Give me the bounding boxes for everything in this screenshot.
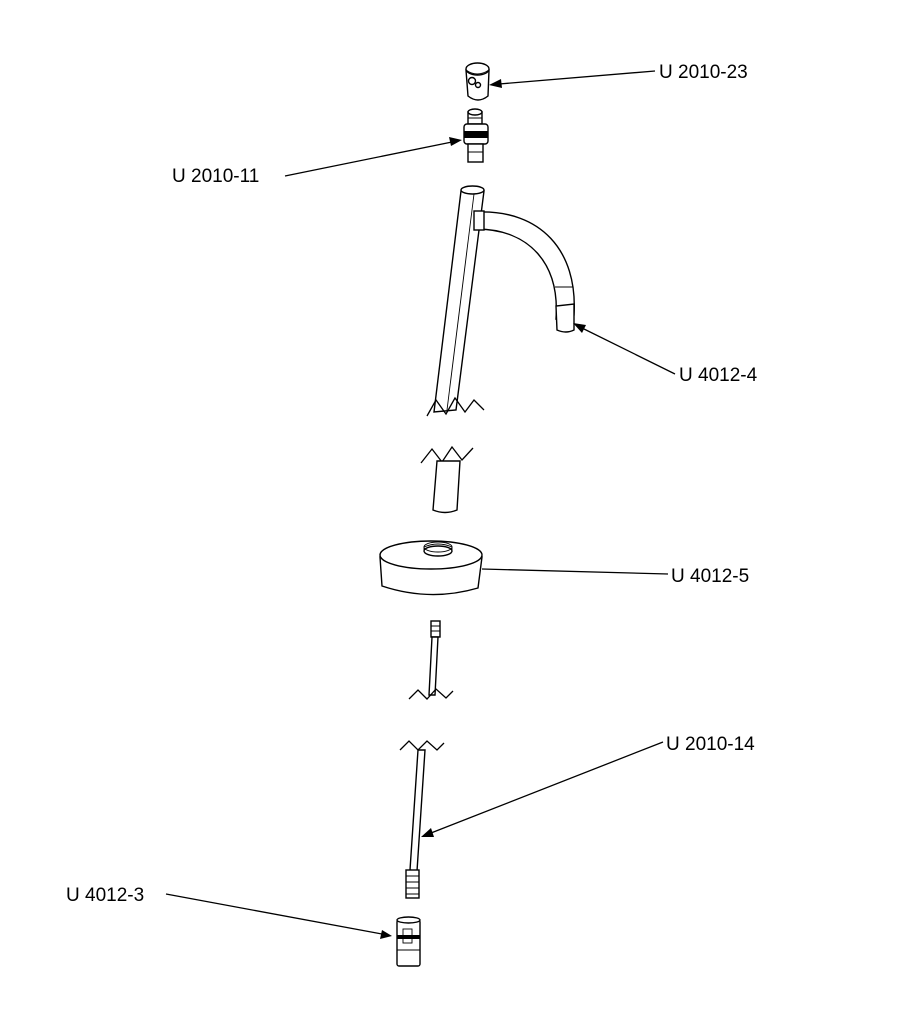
- label-u2010-23: U 2010-23: [659, 62, 748, 83]
- part-u4012-4: [420, 185, 575, 514]
- label-u2010-14: U 2010-14: [666, 734, 755, 755]
- part-u4012-3: [396, 916, 421, 967]
- label-u2010-11: U 2010-11: [172, 166, 259, 187]
- part-u2010-23: [465, 62, 490, 101]
- label-u4012-5: U 4012-5: [671, 566, 749, 587]
- leader-lines: [165, 70, 676, 939]
- part-u2010-11: [463, 108, 489, 163]
- label-u4012-3: U 4012-3: [66, 885, 144, 906]
- label-u4012-4: U 4012-4: [679, 365, 758, 386]
- part-u4012-5: [379, 540, 483, 596]
- part-u2010-14: [399, 620, 454, 899]
- callout-labels: U 2010-23 U 2010-11 U 4012-4 U 4012-5 U …: [66, 62, 758, 906]
